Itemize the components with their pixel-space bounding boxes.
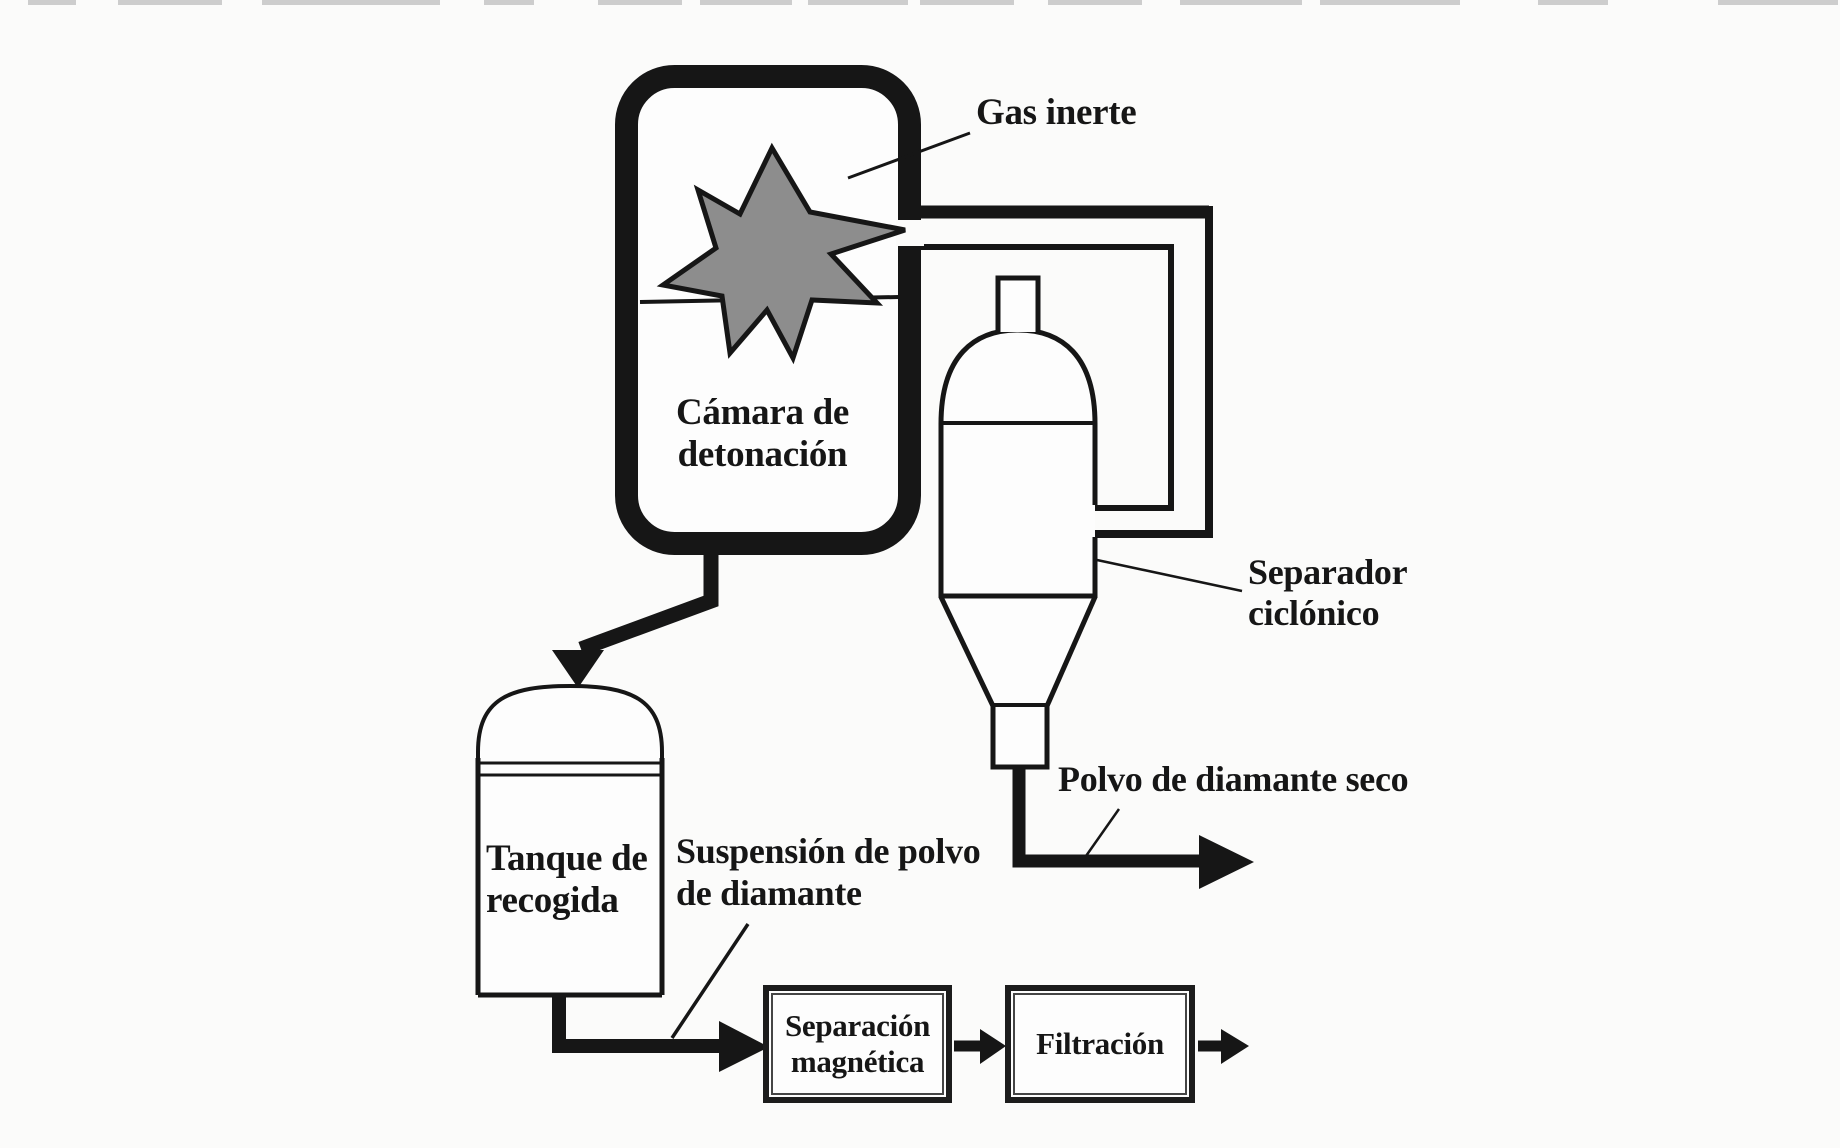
detonation-chamber-label: Cámara de detonación [640,392,885,476]
collection-tank-label-line2: recogida [486,880,619,921]
filtration-label: Filtración [1011,991,1189,1097]
explosion-star-icon [656,142,906,365]
suspension-label-line1: Suspensión de polvo [676,831,981,871]
suspension-label-line2: de diamante [676,873,862,913]
gas-inerte-label: Gas inerte [976,92,1137,133]
cyclone-separator-label-line2: ciclónico [1248,593,1380,633]
filtration-label-line1: Filtración [1036,1026,1164,1061]
filtration-box-inner-border [1013,993,1187,1095]
magnetic-separation-label-line2: magnética [790,1044,925,1079]
magnetic-separation-box-inner-border [771,993,944,1095]
magnetic-separation-label: Separación magnética [769,991,946,1097]
filtration-box: Filtración [1005,985,1195,1103]
detonation-chamber-label-line1: Cámara de [675,392,849,433]
detonation-chamber-shape [615,65,924,555]
cyclone-separator-shape [938,275,1098,770]
cyclone-separator-label: Separador ciclónico [1248,552,1408,634]
chamber-to-tank-arrow [552,550,719,688]
suspension-leader-line [670,923,750,1039]
top-edge-crop-marks [28,0,1838,5]
cyclone-neck [995,275,1041,333]
cyclone-outlet-arrow [1012,766,1254,889]
collection-tank-label: Tanque de recogida [486,838,648,922]
inert-gas-pipe [908,205,1213,538]
magnetic-separation-box: Separación magnética [763,985,952,1103]
cyclone-separator-label-line1: Separador [1248,552,1408,592]
tank-outlet-arrow [552,993,769,1072]
separation-to-filtration-arrow [954,1029,1006,1064]
dry-powder-leader-line [1084,808,1121,857]
cyclone-leader-line [1096,558,1243,593]
gas-inerte-leader-line [847,131,971,180]
magnetic-separation-label-line1: Separación [784,1008,931,1043]
dry-powder-label: Polvo de diamante seco [1058,759,1409,799]
collection-tank-shape [475,683,665,998]
collection-tank-label-line1: Tanque de [486,838,648,879]
filtration-exit-arrow [1198,1029,1249,1064]
suspension-label: Suspensión de polvo de diamante [676,830,981,914]
detonation-chamber-label-line2: detonación [677,434,848,475]
